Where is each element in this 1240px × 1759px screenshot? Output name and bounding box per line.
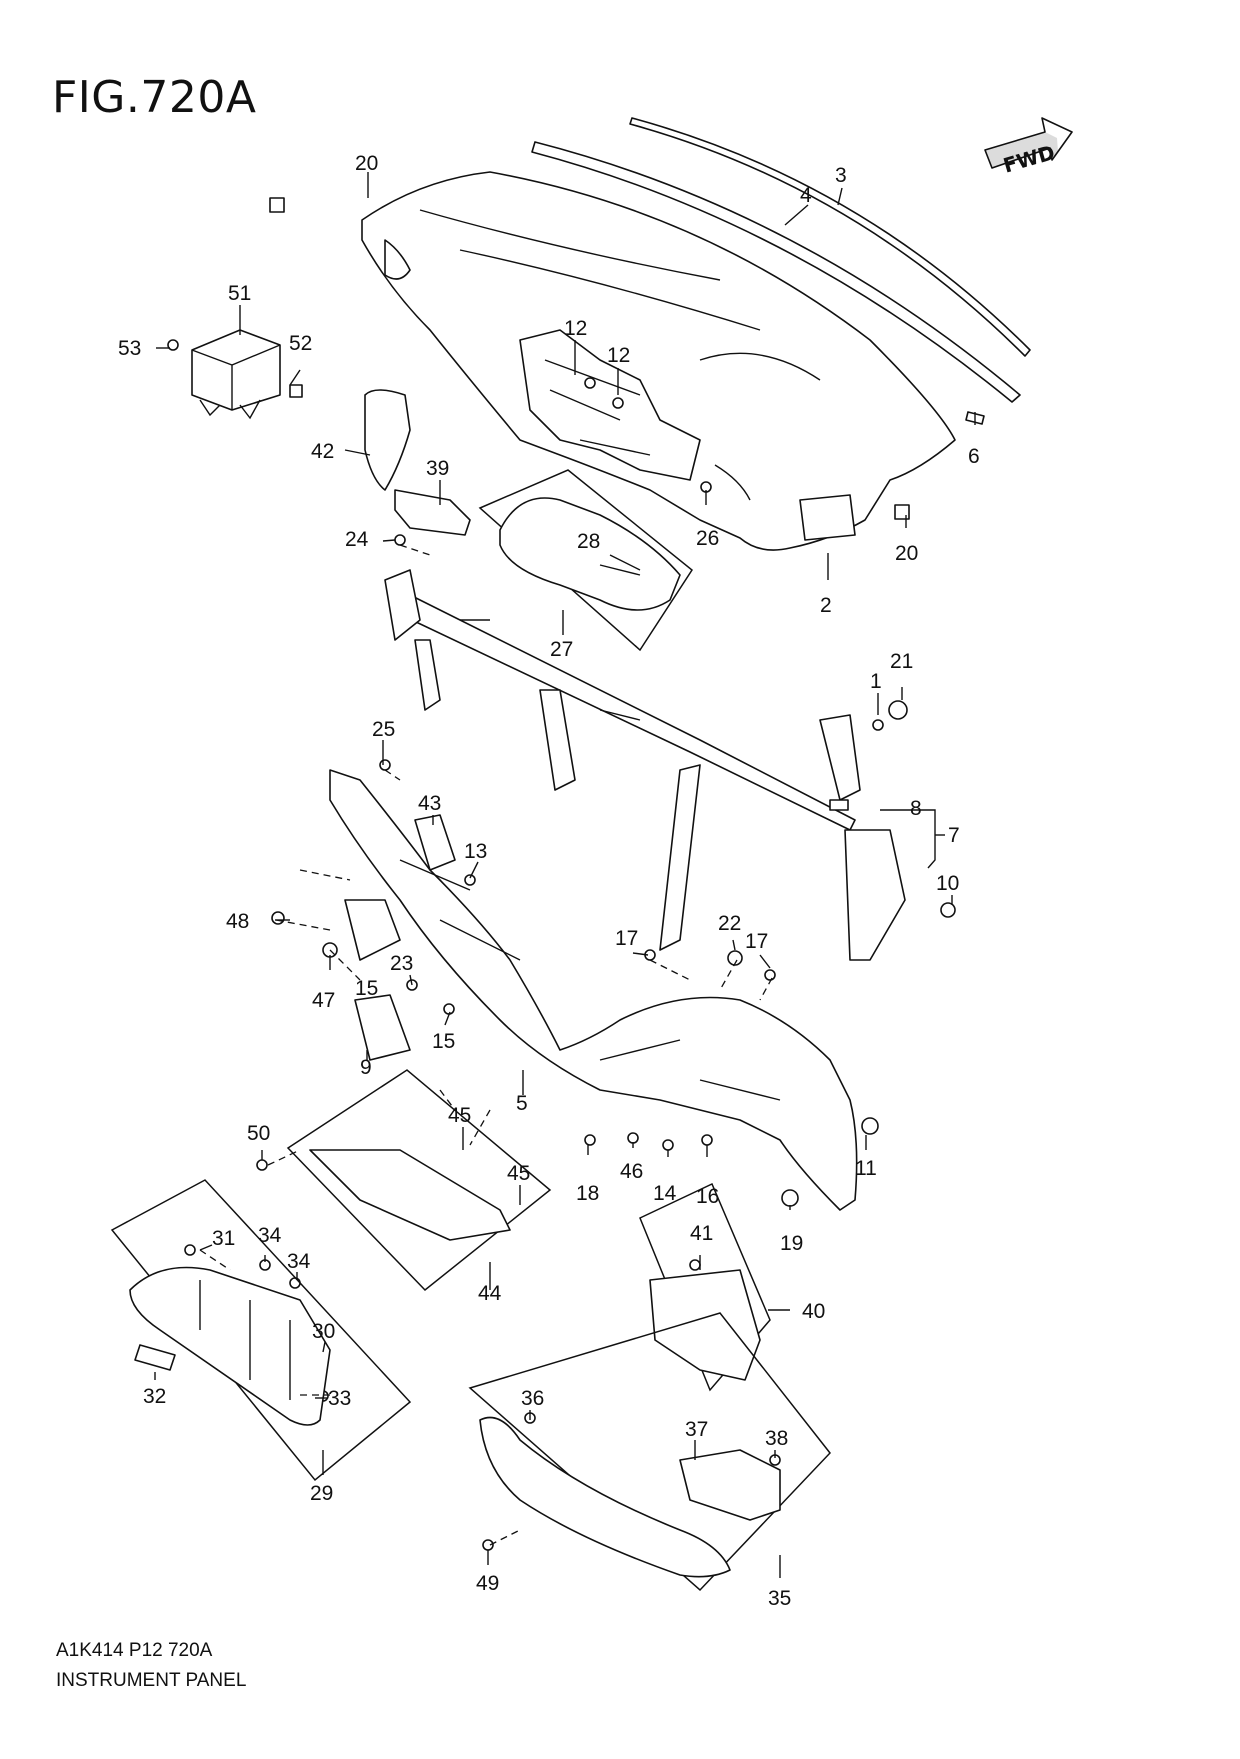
assembly-dashed-lines: [199, 544, 773, 1546]
callout-25: 25: [372, 718, 395, 741]
callout-33: 33: [328, 1387, 351, 1410]
callout-17a: 17: [615, 927, 638, 950]
callout-46: 46: [620, 1160, 643, 1183]
fwd-arrow-icon: FWD: [984, 117, 1073, 178]
callout-48: 48: [226, 910, 249, 933]
callout-1: 1: [870, 670, 882, 693]
callout-5: 5: [516, 1092, 528, 1115]
callout-27: 27: [550, 638, 573, 661]
callout-52: 52: [289, 332, 312, 355]
figure-name: INSTRUMENT PANEL: [56, 1670, 247, 1691]
callout-15a: 15: [355, 977, 378, 1000]
steering-support-beam: [384, 569, 906, 961]
dash-top-trim-strip: [629, 117, 1031, 357]
callout-42: 42: [311, 440, 334, 463]
callout-28: 28: [577, 530, 600, 553]
callout-15b: 15: [432, 1030, 455, 1053]
callout-32: 32: [143, 1385, 166, 1408]
callout-11: 11: [855, 1157, 877, 1180]
callout-34b: 34: [287, 1250, 311, 1273]
callout-8: 8: [910, 797, 922, 820]
callout-29: 29: [310, 1482, 333, 1505]
callout-9: 9: [360, 1056, 372, 1079]
callout-47: 47: [312, 989, 335, 1012]
callout-40: 40: [802, 1300, 825, 1323]
callout-10: 10: [936, 872, 959, 895]
part-group-box-27: [478, 469, 693, 652]
figure-code: A1K414 P12 720A: [56, 1640, 213, 1661]
lower-trim-panel-35: [479, 1416, 731, 1578]
callout-45b: 45: [507, 1162, 530, 1185]
callout-26: 26: [696, 527, 719, 550]
callout-20: 20: [355, 152, 378, 175]
callout-44: 44: [478, 1282, 502, 1305]
dash-defroster-strip: [531, 141, 1021, 403]
center-cluster-bezel-27: [499, 497, 681, 611]
callout-41: 41: [690, 1222, 713, 1245]
callout-35: 35: [768, 1587, 791, 1610]
glove-box-29: [129, 1266, 331, 1426]
callout-36: 36: [521, 1387, 544, 1410]
callout-31: 31: [212, 1227, 235, 1250]
figure-title: FIG.720A: [52, 72, 257, 123]
callout-21: 21: [890, 650, 913, 673]
callout-30: 30: [312, 1320, 335, 1343]
callout-49: 49: [476, 1572, 499, 1595]
callout-12b: 12: [607, 344, 630, 367]
lower-panel-frame-5: [329, 769, 858, 1211]
lower-cover-40: [649, 1269, 761, 1381]
part-group-box-29: [110, 1179, 412, 1482]
leader-lines: [154, 172, 976, 1578]
callout-3: 3: [835, 164, 847, 187]
callout-20b: 20: [895, 542, 918, 565]
callout-23: 23: [390, 952, 413, 975]
callout-4: 4: [800, 184, 812, 207]
callout-38: 38: [765, 1427, 788, 1450]
vent-duct-39: [394, 489, 471, 536]
side-vent-bezel-42: [364, 389, 411, 491]
callout-39: 39: [426, 457, 449, 480]
callout-19: 19: [780, 1232, 803, 1255]
callout-51: 51: [228, 282, 251, 305]
part-group-box-44: [286, 1069, 552, 1292]
callout-45a: 45: [448, 1104, 471, 1127]
callout-22: 22: [718, 912, 741, 935]
callout-7: 7: [948, 824, 960, 847]
callout-53: 53: [118, 337, 141, 360]
callout-50: 50: [247, 1122, 270, 1145]
callout-43: 43: [418, 792, 441, 815]
callout-13: 13: [464, 840, 487, 863]
storage-box-37: [679, 1449, 781, 1521]
callout-12a: 12: [564, 317, 587, 340]
callout-17b: 17: [745, 930, 768, 953]
callout-37: 37: [685, 1418, 708, 1441]
callout-16: 16: [696, 1185, 719, 1208]
callout-24: 24: [345, 528, 369, 551]
glove-box-handle-32: [134, 1344, 176, 1371]
bracket-9: [354, 994, 411, 1061]
callout-6: 6: [968, 445, 980, 468]
callout-18: 18: [576, 1182, 599, 1205]
instrument-panel-upper: [361, 171, 956, 551]
callout-14: 14: [653, 1182, 677, 1205]
callout-2: 2: [820, 594, 832, 617]
control-module-51: [191, 329, 281, 420]
callout-34a: 34: [258, 1224, 282, 1247]
glovebox-liner-44: [309, 1149, 511, 1241]
clip-43: [414, 814, 456, 871]
callout-numbers: 20 3 4 51 53 52 12 12 42 39 6 26 24 28 2…: [118, 152, 980, 1610]
